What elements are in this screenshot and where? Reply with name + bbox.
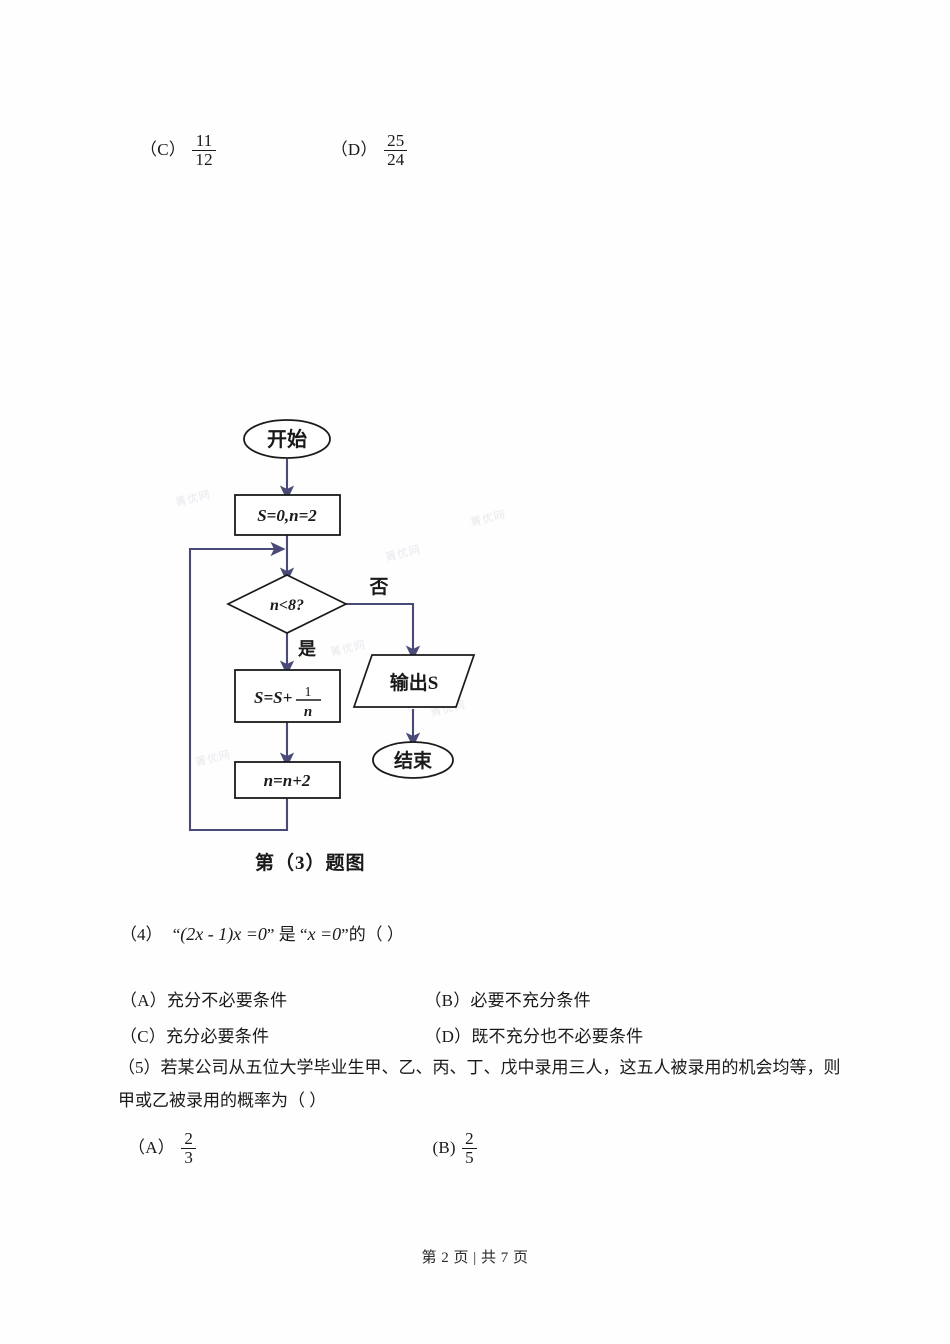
question-4-choice-b-label: （B）: [424, 991, 471, 1010]
question-5-choice-a-numerator: 2: [184, 1129, 194, 1148]
quote-close-1: ”: [266, 925, 275, 944]
question-4-choice-b[interactable]: （B）必要不充分条件: [424, 986, 590, 1011]
choice-c[interactable]: （C） 11 12: [140, 131, 218, 170]
flowchart-start-shape: [243, 419, 331, 459]
connector-loop-back: [188, 541, 289, 832]
question-4-choice-a-text: 充分不必要条件: [166, 991, 288, 1010]
question-4-choices-row-2: （C）充分必要条件 （D）既不充分也不必要条件: [120, 1022, 900, 1047]
question-5-choice-b-denominator: 5: [462, 1148, 477, 1167]
question-4-expression-right: x =0: [307, 924, 342, 944]
question-4-choice-a-label: （A）: [120, 991, 167, 1010]
question-4-choice-c-label: （C）: [120, 1027, 166, 1046]
choice-d-denominator: 24: [384, 150, 408, 169]
quote-close-2: ”: [341, 925, 349, 944]
flowchart-decision-label: n<8?: [270, 597, 304, 614]
flowchart-increment-label: n=n+2: [264, 771, 311, 790]
question-5-choice-b-label: (B): [432, 1137, 456, 1157]
choice-d-numerator: 25: [387, 131, 405, 150]
flowchart-figure: 开始 S=0,n=2 n<8? 是 否 S=S+ 1 n n=n+2 输出S: [150, 415, 620, 832]
question-5-choice-a-fraction: 2 3: [181, 1129, 197, 1168]
flowchart-init-label: S=0,n=2: [257, 506, 317, 525]
flowchart-init-shape: [234, 494, 341, 536]
flowchart-caption: 第（3）题图: [255, 853, 366, 874]
question-5-choice-a-label: （A）: [128, 1137, 175, 1157]
question-4-stem: （4） “(2x - 1)x =0” 是 “x =0”的（ ）: [120, 921, 900, 948]
question-5-stem-line-2: 甲或乙被录用的概率为（ ）: [118, 1091, 327, 1110]
connector-decision-no-to-output: [346, 602, 421, 661]
question-4-tail: 的（ ）: [348, 925, 404, 944]
question-4-choice-a[interactable]: （A）充分不必要条件: [120, 986, 420, 1011]
flowchart-process-fraction-denominator: n: [304, 704, 312, 720]
choice-d[interactable]: （D） 25 24: [330, 131, 410, 170]
question-4-number: （4）: [120, 925, 163, 944]
flowchart-end-shape: [372, 741, 454, 779]
question-4-choice-d-text: 既不充分也不必要条件: [471, 1027, 644, 1046]
quote-open-1: “: [172, 925, 181, 944]
flowchart-output-shape: [352, 654, 476, 708]
question-4-middle: 是: [278, 925, 296, 944]
question-5-choice-a-denominator: 3: [181, 1148, 197, 1167]
question-5-choice-b[interactable]: (B) 2 5: [432, 1129, 478, 1168]
flowchart-decision-shape: [226, 574, 348, 634]
question-4-choice-c[interactable]: （C）充分必要条件: [120, 1022, 420, 1047]
flowchart-output-label: 输出S: [390, 671, 439, 694]
question-5-line-1-text: 若某公司从五位大学毕业生甲、乙、丙、丁、戊中录用三人，这五人被录用的机会均等，则: [160, 1058, 841, 1077]
quote-open-2: “: [299, 925, 308, 944]
question-5-choice-b-numerator: 2: [465, 1129, 474, 1148]
flowchart-process-prefix: S=S+: [254, 688, 292, 707]
flowchart-process-shape: [234, 669, 341, 723]
question-5-number: （5）: [118, 1058, 161, 1077]
flowchart-process-fraction-numerator: 1: [305, 685, 312, 700]
question-5-choices: （A） 2 3 (B) 2 5: [128, 1129, 828, 1168]
choice-d-label: （D）: [330, 139, 378, 159]
question-5-choice-b-fraction: 2 5: [462, 1129, 477, 1168]
question-5-stem-line-1: （5）若某公司从五位大学毕业生甲、乙、丙、丁、戊中录用三人，这五人被录用的机会均…: [118, 1055, 908, 1081]
choice-c-numerator: 11: [195, 131, 213, 150]
question-4-choice-b-text: 必要不充分条件: [470, 991, 591, 1010]
choice-c-label: （C）: [140, 139, 186, 159]
question-4-choice-d-label: （D）: [424, 1027, 472, 1046]
top-answer-choices: （C） 11 12 （D） 25 24: [140, 131, 840, 170]
flowchart-start-label: 开始: [267, 427, 307, 451]
choice-d-fraction: 25 24: [384, 131, 408, 170]
question-4-choices-row-1: （A）充分不必要条件 （B）必要不充分条件: [120, 986, 900, 1011]
choice-c-denominator: 12: [192, 150, 216, 169]
question-4-expression-left: (2x - 1)x =0: [180, 924, 267, 944]
question-5-choice-a[interactable]: （A） 2 3: [128, 1129, 428, 1168]
choice-c-fraction: 11 12: [192, 131, 216, 170]
page-footer: 第 2 页 | 共 7 页: [421, 1250, 529, 1266]
flowchart-branch-no-label: 否: [368, 577, 388, 598]
question-4-choice-d[interactable]: （D）既不充分也不必要条件: [424, 1022, 643, 1047]
question-4-choice-c-text: 充分必要条件: [165, 1027, 270, 1046]
flowchart-branch-yes-label: 是: [297, 639, 316, 659]
flowchart-increment-shape: [234, 761, 341, 799]
flowchart-end-label: 结束: [394, 749, 433, 772]
